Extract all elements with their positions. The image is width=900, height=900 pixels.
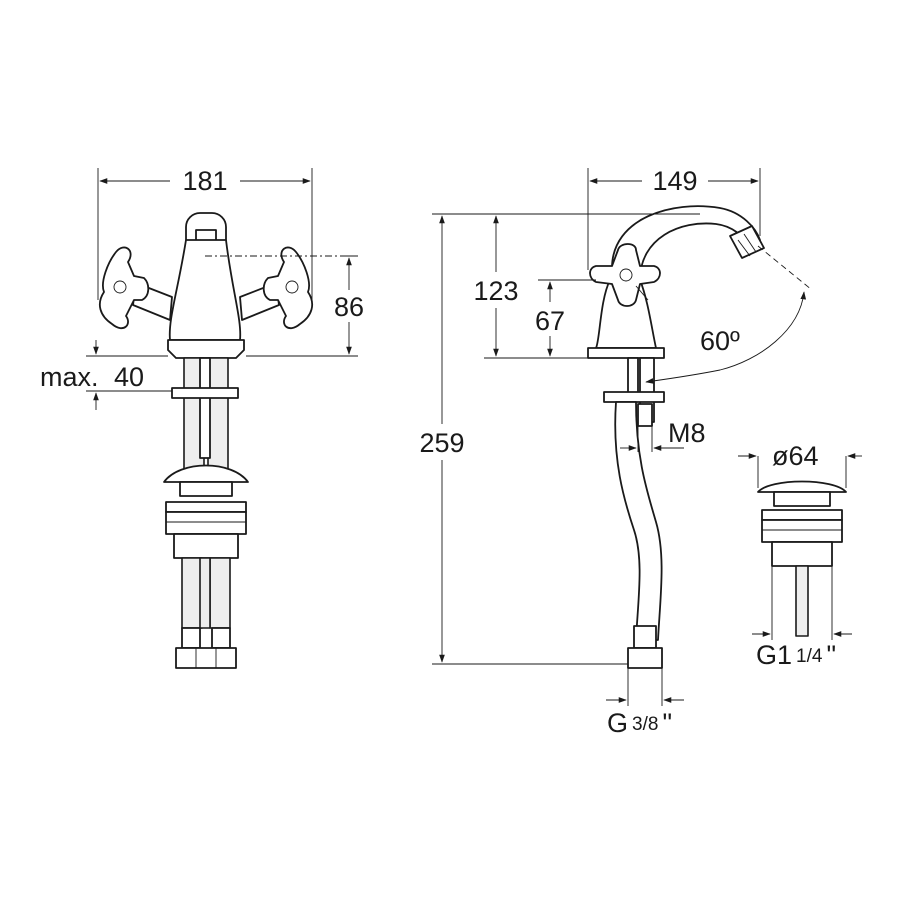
front-stud — [199, 357, 211, 459]
dim-181: 181 — [182, 166, 227, 196]
front-handle-left-cap — [113, 280, 127, 294]
front-waste-ring-top — [165, 501, 247, 513]
dim-o64: ø64 — [772, 441, 819, 471]
front-hose-right-lower — [209, 557, 231, 629]
waste-detail-rod — [795, 565, 809, 637]
waste-detail-nut — [761, 519, 843, 543]
front-waste-flange — [179, 481, 233, 497]
side-handle — [589, 243, 661, 307]
waste-detail-ring — [761, 509, 843, 521]
front-handle-right — [262, 246, 314, 329]
dim-149: 149 — [652, 166, 697, 196]
dim-67: 67 — [535, 306, 565, 336]
waste-detail-flange — [773, 491, 831, 507]
side-view: 60º 149 123 67 259 M8 — [419, 166, 813, 738]
front-handle-left — [98, 246, 150, 329]
front-waste-body — [173, 533, 239, 559]
front-waste-nut — [165, 511, 247, 535]
front-ferrule-right — [211, 627, 231, 649]
waste-detail: ø64 G1 1/4 " — [738, 441, 862, 670]
waste-detail-body — [771, 541, 833, 567]
side-base — [587, 347, 665, 359]
dim-123: 123 — [473, 276, 518, 306]
dim-259: 259 — [419, 428, 464, 458]
dim-g-3-8: G 3/8 " — [607, 708, 672, 738]
front-waste-cap — [163, 464, 249, 483]
front-fixing-plate — [171, 387, 239, 399]
front-body — [168, 239, 242, 341]
side-handle-cap — [619, 268, 633, 282]
front-handle-right-cap — [285, 280, 299, 294]
side-ferrule — [633, 625, 657, 649]
front-ferrule-left — [181, 627, 201, 649]
dim-max-40-value: 40 — [114, 362, 144, 392]
dim-60-arc — [645, 291, 807, 384]
front-hose-nuts — [175, 647, 237, 669]
side-fixing-plate — [603, 391, 665, 403]
dim-g1-1-4: G1 1/4 " — [756, 640, 836, 670]
dim-60: 60º — [700, 326, 740, 356]
front-hose-left-lower — [181, 557, 203, 629]
waste-detail-cap — [757, 480, 847, 493]
side-rod-end — [637, 403, 653, 427]
front-rod — [199, 557, 211, 629]
dim-m8: M8 — [668, 418, 706, 448]
side-hose — [614, 401, 663, 641]
side-nozzle — [729, 225, 765, 259]
dim-max-40-label: max. — [40, 362, 99, 392]
front-base — [167, 339, 245, 359]
front-view: 181 86 max. 40 — [40, 166, 364, 669]
dim-86: 86 — [334, 292, 364, 322]
side-hose-nut — [627, 647, 663, 669]
